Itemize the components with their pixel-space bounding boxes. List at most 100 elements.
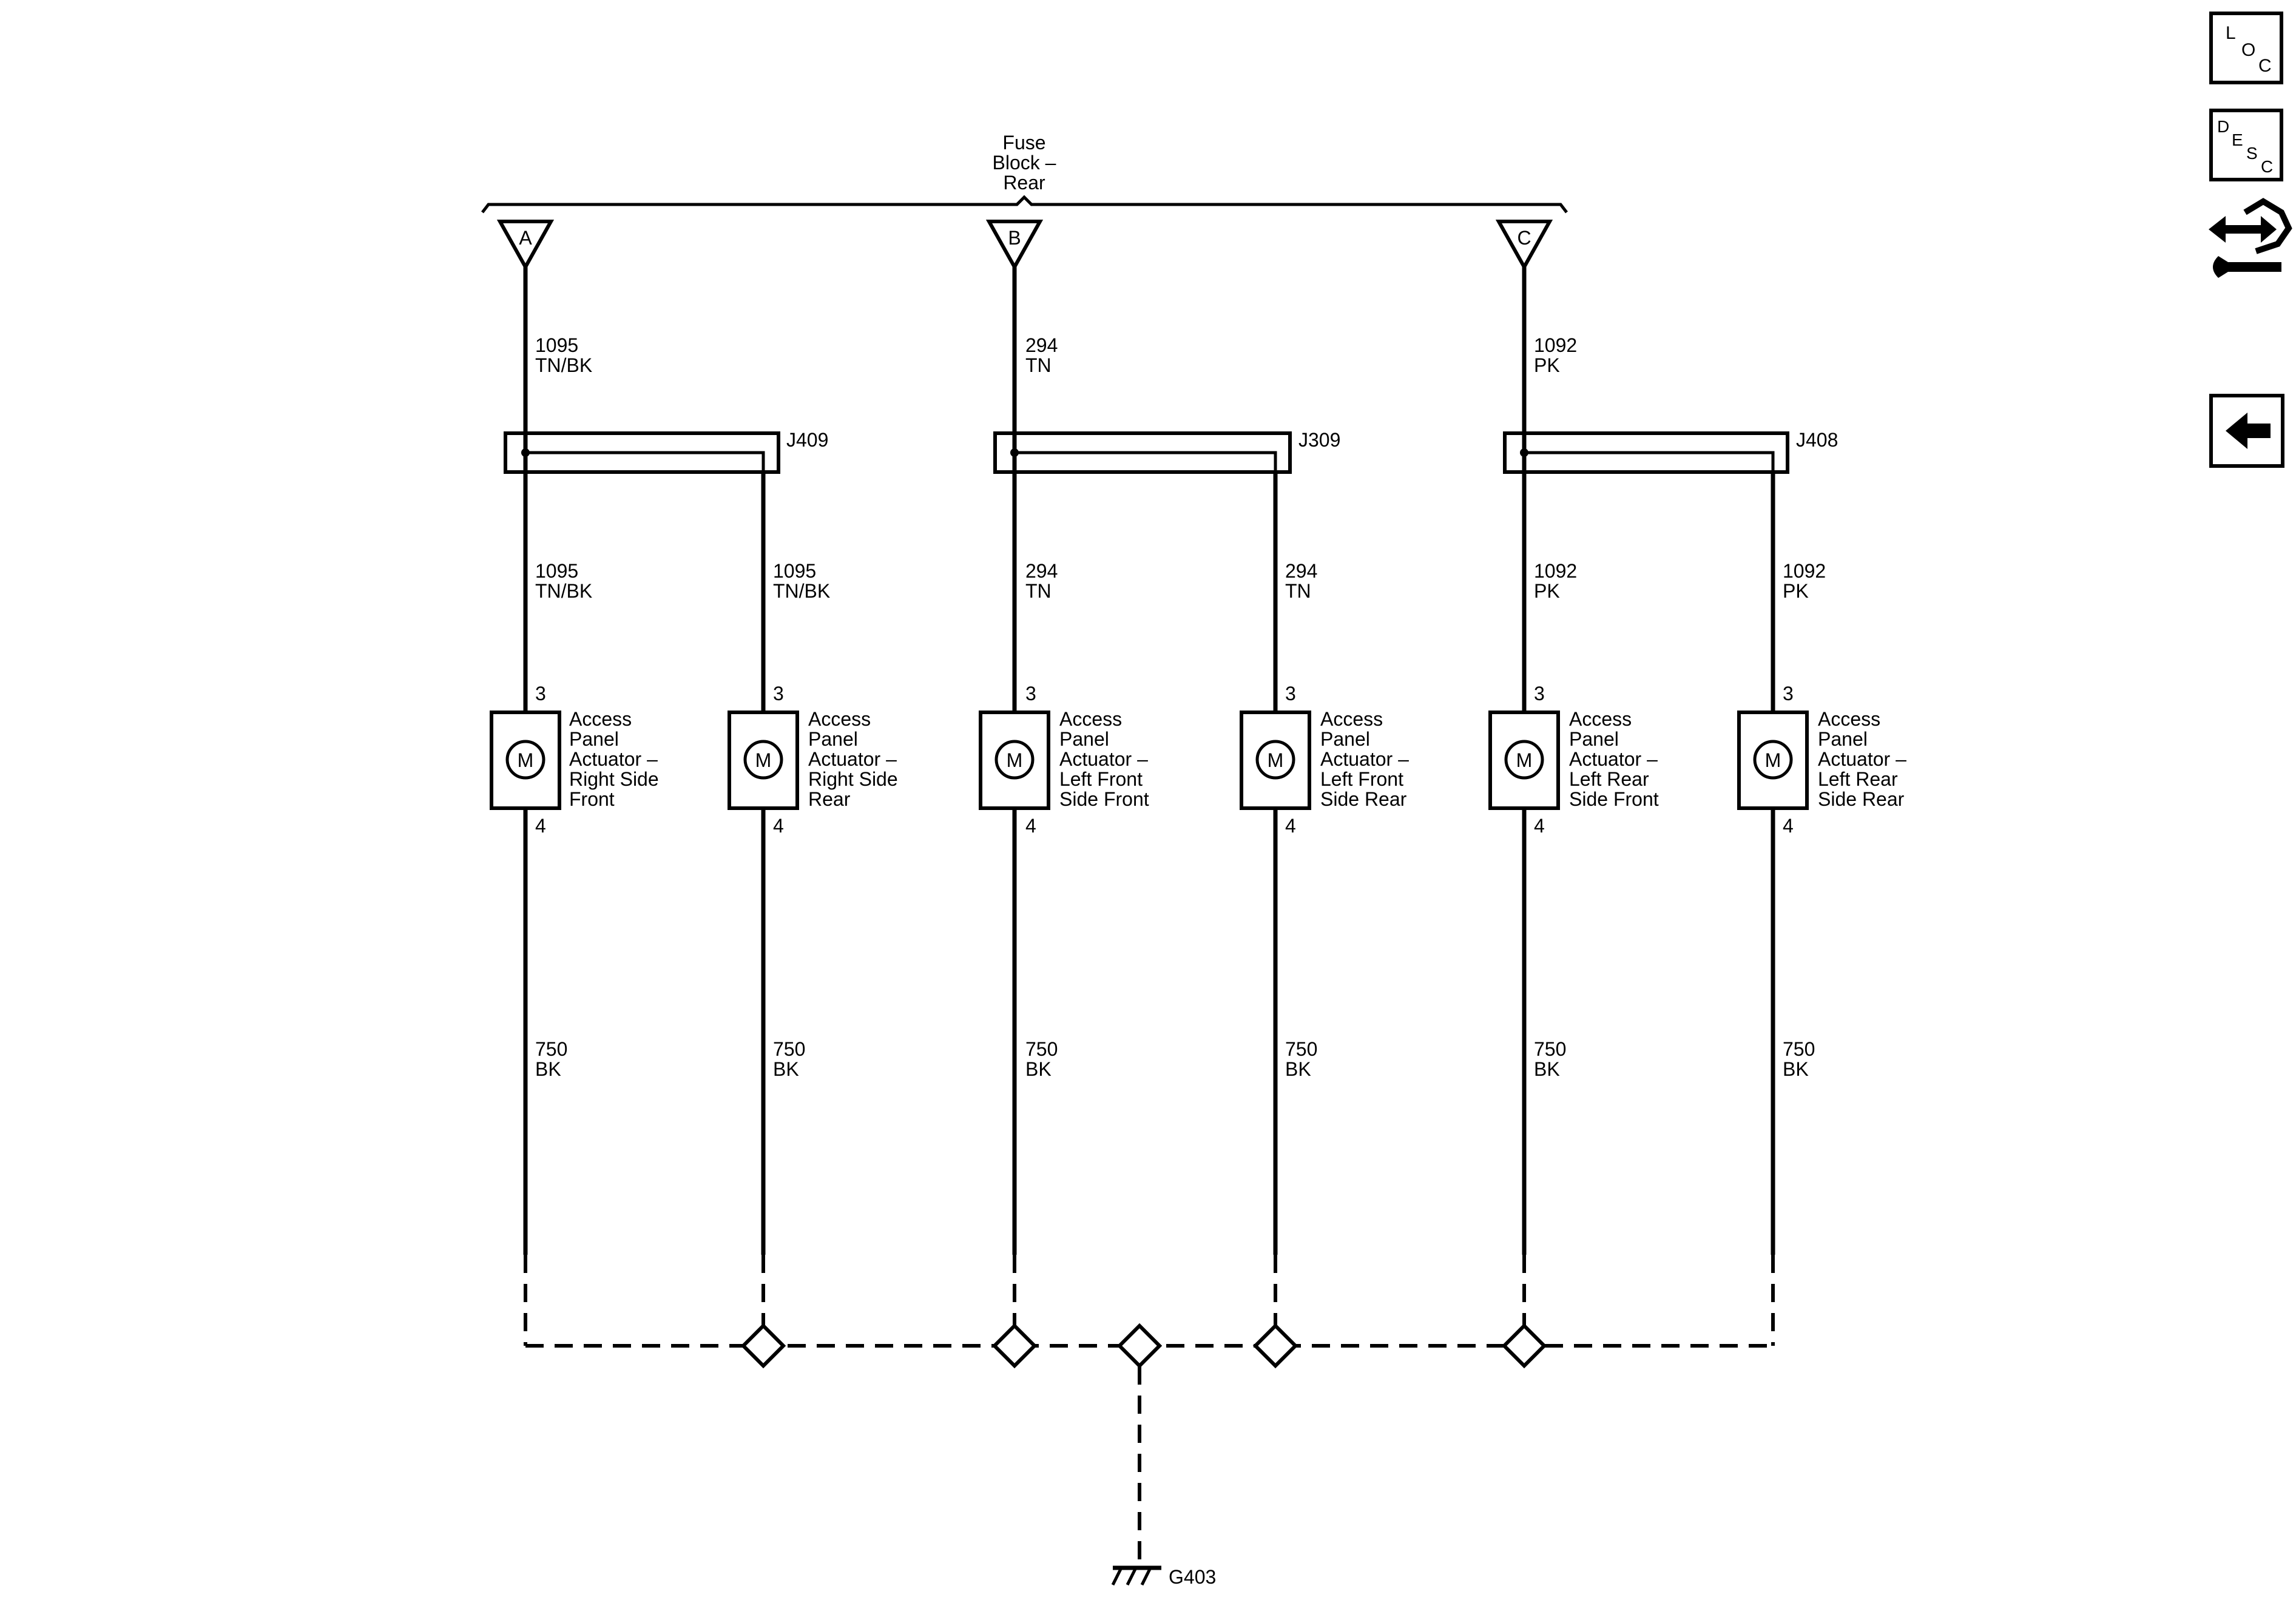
ground-splice-3 <box>1116 1323 1163 1369</box>
connector-wrench-icon <box>2209 198 2292 278</box>
desc-letter-c: C <box>2261 157 2273 176</box>
actuator-4-name-4: Left Front <box>1320 768 1403 790</box>
actuator-5-name-1: Access <box>1569 708 1632 730</box>
fuse-terminal-b: B <box>985 220 1044 271</box>
actuator-3-ground-color: BK <box>1025 1058 1052 1080</box>
fuse-block-title-line-1: Fuse <box>1002 132 1045 154</box>
actuator-5-pin-bottom: 4 <box>1534 815 1545 837</box>
actuator-3-name-5: Side Front <box>1059 788 1149 810</box>
actuator-1-name-1: Access <box>569 708 632 730</box>
desc-button[interactable]: D E S C <box>2209 109 2283 181</box>
actuator-2-name-3: Actuator – <box>808 748 897 770</box>
actuator-2-name-5: Rear <box>808 788 851 810</box>
fuse-block-title: Fuse Block – Rear <box>993 132 1056 194</box>
feed-label-a: 1095 TN/BK <box>535 334 592 376</box>
actuator-6-ground-color: BK <box>1783 1058 1809 1080</box>
feed-label-c-color: PK <box>1534 354 1560 376</box>
actuator-4-ground-circuit: 750 <box>1285 1038 1317 1060</box>
actuator-2-pin-bottom: 4 <box>773 815 784 837</box>
actuator-4-name-5: Side Rear <box>1320 788 1407 810</box>
actuator-5-name-4: Left Rear <box>1569 768 1649 790</box>
fuse-terminal-c: C <box>1495 220 1553 271</box>
actuator-4-feed-color: TN <box>1285 580 1311 602</box>
actuator-left-rear-side-rear: 1092 PK 3 M Access Panel Actuator – Left… <box>1737 472 1906 1255</box>
actuator-4-feed-circuit: 294 <box>1285 560 1317 582</box>
actuator-2-name-1: Access <box>808 708 871 730</box>
actuator-1-feed-color: TN/BK <box>535 580 592 602</box>
motor-symbol-4: M <box>1268 749 1284 771</box>
splice-pack-j409-label: J409 <box>786 429 828 451</box>
actuator-3-ground-circuit: 750 <box>1025 1038 1058 1060</box>
actuator-1-ground-color: BK <box>535 1058 561 1080</box>
loc-button[interactable]: L O C <box>2209 12 2283 84</box>
actuator-left-front-side-rear: 294 TN 3 M Access Panel Actuator – Left … <box>1240 472 1409 1255</box>
actuator-6-name-3: Actuator – <box>1818 748 1906 770</box>
ground-splice-2 <box>991 1323 1038 1369</box>
actuator-3-name-1: Access <box>1059 708 1122 730</box>
actuator-5-feed-color: PK <box>1534 580 1560 602</box>
actuator-right-side-rear: 1095 TN/BK 3 M Access Panel Actuator – R… <box>728 472 898 1255</box>
actuator-1-name-3: Actuator – <box>569 748 658 770</box>
ground-splice-4 <box>1252 1323 1298 1369</box>
splice-pack-j309-label: J309 <box>1298 429 1340 451</box>
ground-symbol: G403 <box>1111 1565 1216 1588</box>
actuator-2-ground-color: BK <box>773 1058 799 1080</box>
fuse-block-title-line-3: Rear <box>1003 172 1045 194</box>
actuator-2-feed-circuit: 1095 <box>773 560 816 582</box>
feed-label-a-color: TN/BK <box>535 354 592 376</box>
feed-label-a-circuit: 1095 <box>535 334 578 356</box>
actuator-1-ground-circuit: 750 <box>535 1038 567 1060</box>
actuator-3-pin-bottom: 4 <box>1025 815 1036 837</box>
ground-splice-5 <box>1501 1323 1547 1369</box>
actuator-6-pin-top: 3 <box>1783 683 1794 704</box>
fuse-terminal-c-label: C <box>1517 227 1531 249</box>
actuator-1-name-5: Front <box>569 788 615 810</box>
fuse-terminal-a-label: A <box>519 227 532 249</box>
actuator-left-rear-side-front: 1092 PK 3 M Access Panel Actuator – Left… <box>1488 453 1659 1255</box>
back-button[interactable] <box>2209 394 2284 468</box>
ground-bus <box>524 1255 1775 1565</box>
desc-letter-e: E <box>2232 130 2243 149</box>
actuator-4-name-3: Actuator – <box>1320 748 1409 770</box>
actuator-left-front-side-front: 294 TN 3 M Access Panel Actuator – Left … <box>979 453 1149 1255</box>
connector-button[interactable] <box>2209 198 2292 278</box>
actuator-4-pin-top: 3 <box>1285 683 1296 704</box>
feed-label-b-color: TN <box>1025 354 1052 376</box>
actuator-5-name-2: Panel <box>1569 728 1619 750</box>
actuator-3-name-2: Panel <box>1059 728 1109 750</box>
actuator-3-name-4: Left Front <box>1059 768 1143 790</box>
feed-label-c-circuit: 1092 <box>1534 334 1577 356</box>
ground-label: G403 <box>1169 1566 1216 1588</box>
fuse-block-title-line-2: Block – <box>993 152 1056 174</box>
motor-symbol-3: M <box>1007 749 1023 771</box>
actuator-2-pin-top: 3 <box>773 683 784 704</box>
actuator-6-name-4: Left Rear <box>1818 768 1898 790</box>
loc-icon: L O C <box>2226 23 2272 76</box>
actuator-2-ground-circuit: 750 <box>773 1038 805 1060</box>
actuator-6-name-1: Access <box>1818 708 1880 730</box>
splice-pack-j408-label: J408 <box>1796 429 1838 451</box>
actuator-4-pin-bottom: 4 <box>1285 815 1296 837</box>
fuse-block-bracket <box>481 195 1568 214</box>
actuator-4-ground-color: BK <box>1285 1058 1311 1080</box>
splice-pack-j409: J409 <box>504 429 828 474</box>
actuator-5-name-3: Actuator – <box>1569 748 1658 770</box>
splice-pack-j408: J408 <box>1503 429 1838 474</box>
feed-label-b: 294 TN <box>1025 334 1058 376</box>
loc-letter-o: O <box>2241 40 2255 60</box>
actuator-1-pin-top: 3 <box>535 683 546 704</box>
feed-label-c: 1092 PK <box>1534 334 1577 376</box>
desc-icon: D E S C <box>2217 117 2273 176</box>
desc-letter-d: D <box>2217 117 2229 136</box>
actuator-3-feed-circuit: 294 <box>1025 560 1058 582</box>
actuator-6-pin-bottom: 4 <box>1783 815 1794 837</box>
back-arrow-icon <box>2226 413 2271 449</box>
feed-label-b-circuit: 294 <box>1025 334 1058 356</box>
actuator-6-feed-color: PK <box>1783 580 1809 602</box>
splice-pack-j309: J309 <box>993 429 1340 474</box>
actuator-6-name-2: Panel <box>1818 728 1868 750</box>
actuator-1-name-2: Panel <box>569 728 619 750</box>
actuator-6-feed-circuit: 1092 <box>1783 560 1826 582</box>
actuator-1-pin-bottom: 4 <box>535 815 546 837</box>
actuator-5-ground-color: BK <box>1534 1058 1560 1080</box>
